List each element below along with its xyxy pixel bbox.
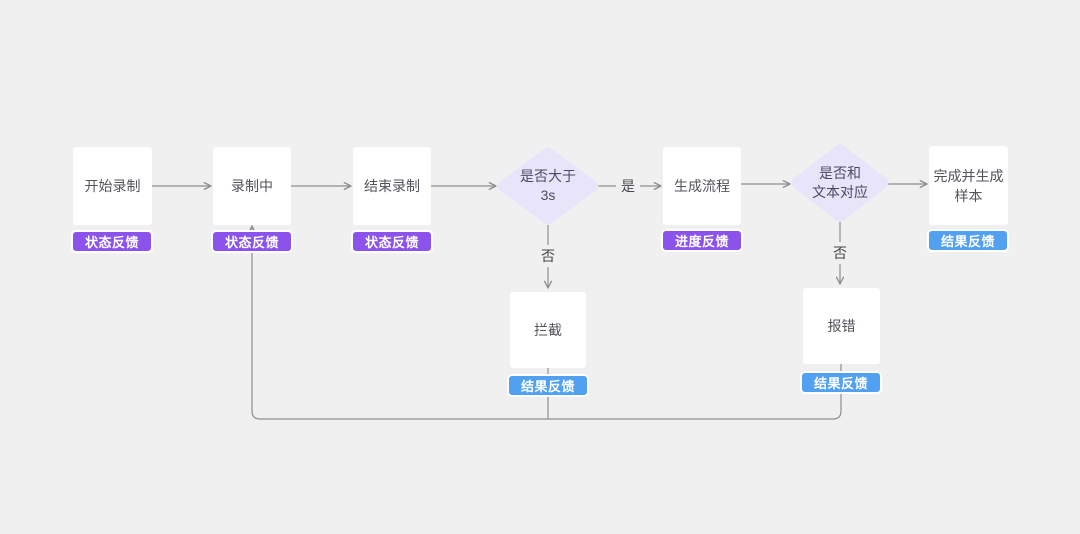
node-error: 报错 <box>803 288 880 364</box>
badge-recording-status-feedback: 状态反馈 <box>211 230 293 253</box>
node-decision-match-label: 是否和 文本对应 <box>790 164 890 202</box>
edge-label-no-3s: 否 <box>536 245 560 267</box>
badge-intercept-result-feedback: 结果反馈 <box>507 374 589 397</box>
decision-match-line1: 是否和 <box>819 165 861 181</box>
node-start-recording-label: 开始录制 <box>84 178 141 194</box>
node-complete-sample: 完成并生成 样本 <box>929 146 1008 225</box>
node-error-label: 报错 <box>827 318 856 334</box>
node-decision-3s-label: 是否大于 3s <box>498 167 598 205</box>
edge-label-yes: 是 <box>616 175 640 197</box>
node-generate-flow-label: 生成流程 <box>674 178 730 194</box>
decision-match-line2: 文本对应 <box>812 184 868 200</box>
node-intercept: 拦截 <box>510 292 586 368</box>
badge-generate-progress-feedback: 进度反馈 <box>661 229 743 252</box>
edge-error-loop-to-recording <box>247 225 842 420</box>
decision-3s-line1: 是否大于 <box>520 168 576 184</box>
node-decision-match-shape <box>791 144 889 222</box>
node-recording-label: 录制中 <box>231 178 273 194</box>
node-end-recording-label: 结束录制 <box>364 178 420 194</box>
decision-3s-line2: 3s <box>540 187 556 203</box>
node-recording: 录制中 <box>213 147 291 225</box>
node-complete-sample-line1: 完成并生成 <box>933 167 1004 184</box>
node-intercept-label: 拦截 <box>534 322 562 338</box>
badge-start-status-feedback: 状态反馈 <box>71 230 153 253</box>
node-generate-flow: 生成流程 <box>663 147 741 225</box>
edge-label-no-match: 否 <box>828 242 852 264</box>
badge-complete-result-feedback: 结果反馈 <box>927 229 1009 252</box>
node-complete-sample-line2: 样本 <box>954 187 983 204</box>
node-decision-3s-shape <box>497 147 599 225</box>
badge-end-status-feedback: 状态反馈 <box>351 230 433 253</box>
badge-error-result-feedback: 结果反馈 <box>800 371 882 394</box>
node-end-recording: 结束录制 <box>353 147 431 225</box>
node-start-recording: 开始录制 <box>73 147 152 225</box>
